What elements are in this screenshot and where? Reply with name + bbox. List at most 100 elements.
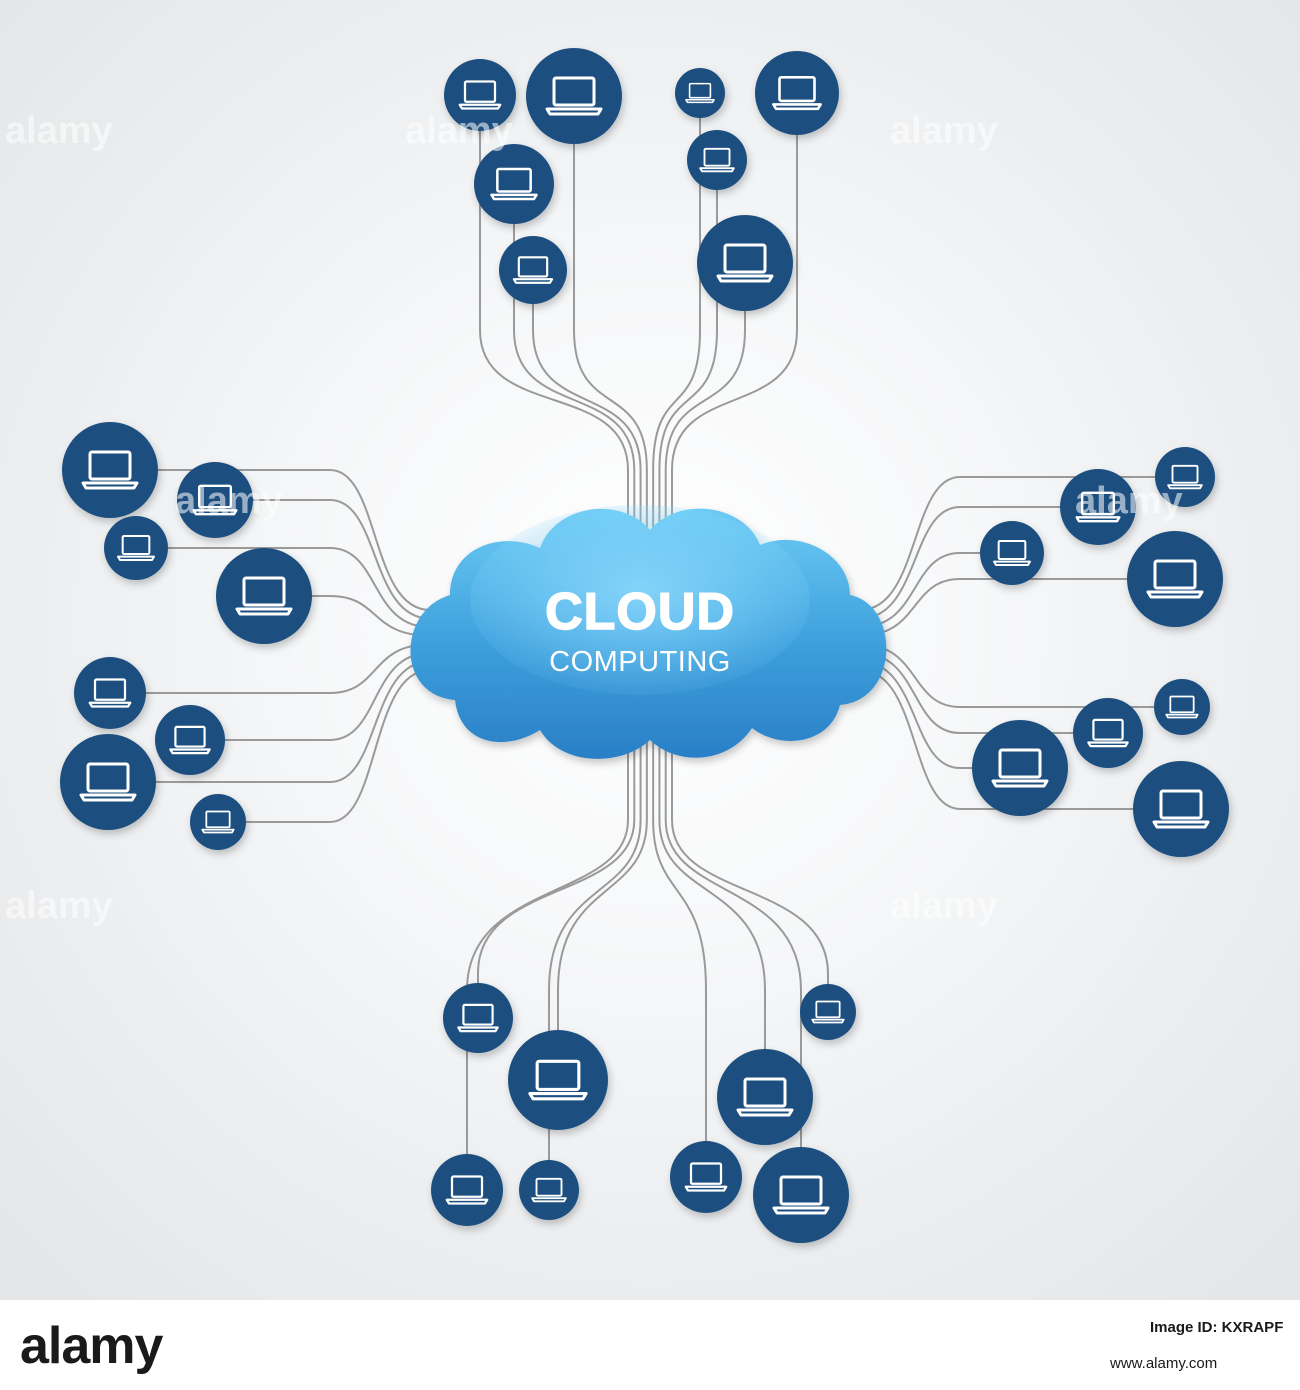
node-circle: [1073, 698, 1143, 768]
laptop-node: [1060, 469, 1136, 545]
connection-line: [548, 720, 642, 1160]
laptop-node: [687, 130, 747, 190]
laptop-icon: [528, 1059, 588, 1101]
laptop-node: [755, 51, 839, 135]
laptop-nodes: [60, 48, 1229, 1243]
connection-line: [158, 469, 520, 611]
node-circle: [526, 48, 622, 144]
laptop-icon: [201, 810, 235, 834]
laptop-node: [1073, 698, 1143, 768]
laptop-node: [216, 548, 312, 644]
laptop-icon: [116, 534, 156, 562]
laptop-node: [499, 236, 567, 304]
connection-line: [780, 476, 1155, 611]
cloud-shape: [410, 505, 887, 759]
watermark-text: alamy: [890, 110, 998, 152]
node-circle: [444, 59, 516, 131]
node-circle: [1155, 447, 1215, 507]
connection-line: [532, 304, 642, 560]
laptop-icon: [772, 1175, 830, 1215]
laptop-node: [800, 984, 856, 1040]
node-circle: [1127, 531, 1223, 627]
laptop-node: [104, 516, 168, 580]
laptop-node: [1127, 531, 1223, 627]
connection-line: [664, 311, 746, 560]
watermark-text: alamy: [405, 110, 513, 152]
node-circle: [717, 1049, 813, 1145]
laptop-icon: [81, 450, 139, 490]
node-circle: [508, 1030, 608, 1130]
laptop-icon: [169, 725, 211, 755]
diagram-canvas: CLOUD COMPUTING alamy alamy alamy alamy …: [0, 0, 1300, 1300]
connection-line: [671, 135, 798, 560]
laptop-node: [526, 48, 622, 144]
watermark-text: alamy: [1075, 480, 1183, 522]
node-circle: [216, 548, 312, 644]
footer-url: www.alamy.com: [1110, 1355, 1218, 1372]
laptop-icon: [458, 80, 502, 110]
laptop-icon: [1087, 718, 1129, 748]
laptop-node: [443, 983, 513, 1053]
laptop-icon: [1167, 464, 1203, 490]
connection-line: [658, 190, 718, 560]
connection-line: [573, 144, 648, 560]
laptop-icon: [772, 75, 822, 111]
connection-line: [513, 224, 636, 560]
laptop-icon: [811, 1000, 845, 1024]
node-circle: [675, 68, 725, 118]
watermark-text: alamy: [5, 110, 113, 152]
laptop-node: [74, 657, 146, 729]
connection-line: [658, 720, 766, 1049]
node-circle: [972, 720, 1068, 816]
node-circle: [62, 422, 158, 518]
node-circle: [800, 984, 856, 1040]
connection-line: [652, 720, 707, 1141]
node-circle: [104, 516, 168, 580]
connection-line: [466, 720, 629, 1154]
laptop-icon: [685, 82, 715, 104]
laptop-node: [62, 422, 158, 518]
cloud-title: CLOUD: [544, 582, 735, 642]
laptop-node: [670, 1141, 742, 1213]
node-circle: [74, 657, 146, 729]
node-circle: [431, 1154, 503, 1226]
laptop-node: [60, 734, 156, 830]
footer-bar: [0, 1300, 1300, 1390]
laptop-icon: [88, 678, 132, 708]
watermark-text: alamy: [890, 885, 998, 927]
laptop-node: [717, 1049, 813, 1145]
laptop-node: [753, 1147, 849, 1243]
connection-line: [664, 720, 802, 1147]
connection-line: [652, 118, 701, 560]
laptop-node: [980, 521, 1044, 585]
node-circle: [1133, 761, 1229, 857]
node-circle: [190, 794, 246, 850]
watermark-text: alamy: [175, 480, 283, 522]
laptop-icon: [79, 762, 137, 802]
laptop-node: [972, 720, 1068, 816]
laptop-node: [1133, 761, 1229, 857]
laptop-node: [190, 794, 246, 850]
laptop-icon: [192, 484, 238, 516]
node-circle: [155, 705, 225, 775]
laptop-node: [697, 215, 793, 311]
laptop-node: [1154, 679, 1210, 735]
laptop-node: [508, 1030, 608, 1130]
connection-line: [671, 720, 829, 984]
laptop-icon: [716, 243, 774, 283]
connection-line: [253, 499, 520, 620]
laptop-icon: [736, 1077, 794, 1117]
node-circle: [499, 236, 567, 304]
laptop-node: [474, 144, 554, 224]
laptop-node: [444, 59, 516, 131]
node-circle: [474, 144, 554, 224]
laptop-icon: [992, 539, 1032, 567]
laptop-icon: [1152, 789, 1210, 829]
node-circle: [670, 1141, 742, 1213]
laptop-icon: [684, 1162, 728, 1192]
node-circle: [753, 1147, 849, 1243]
laptop-icon: [1146, 559, 1204, 599]
image-id-label: Image ID: KXRAPF: [1150, 1319, 1284, 1336]
connection-line: [557, 720, 648, 1030]
network-diagram: [60, 48, 1229, 1243]
